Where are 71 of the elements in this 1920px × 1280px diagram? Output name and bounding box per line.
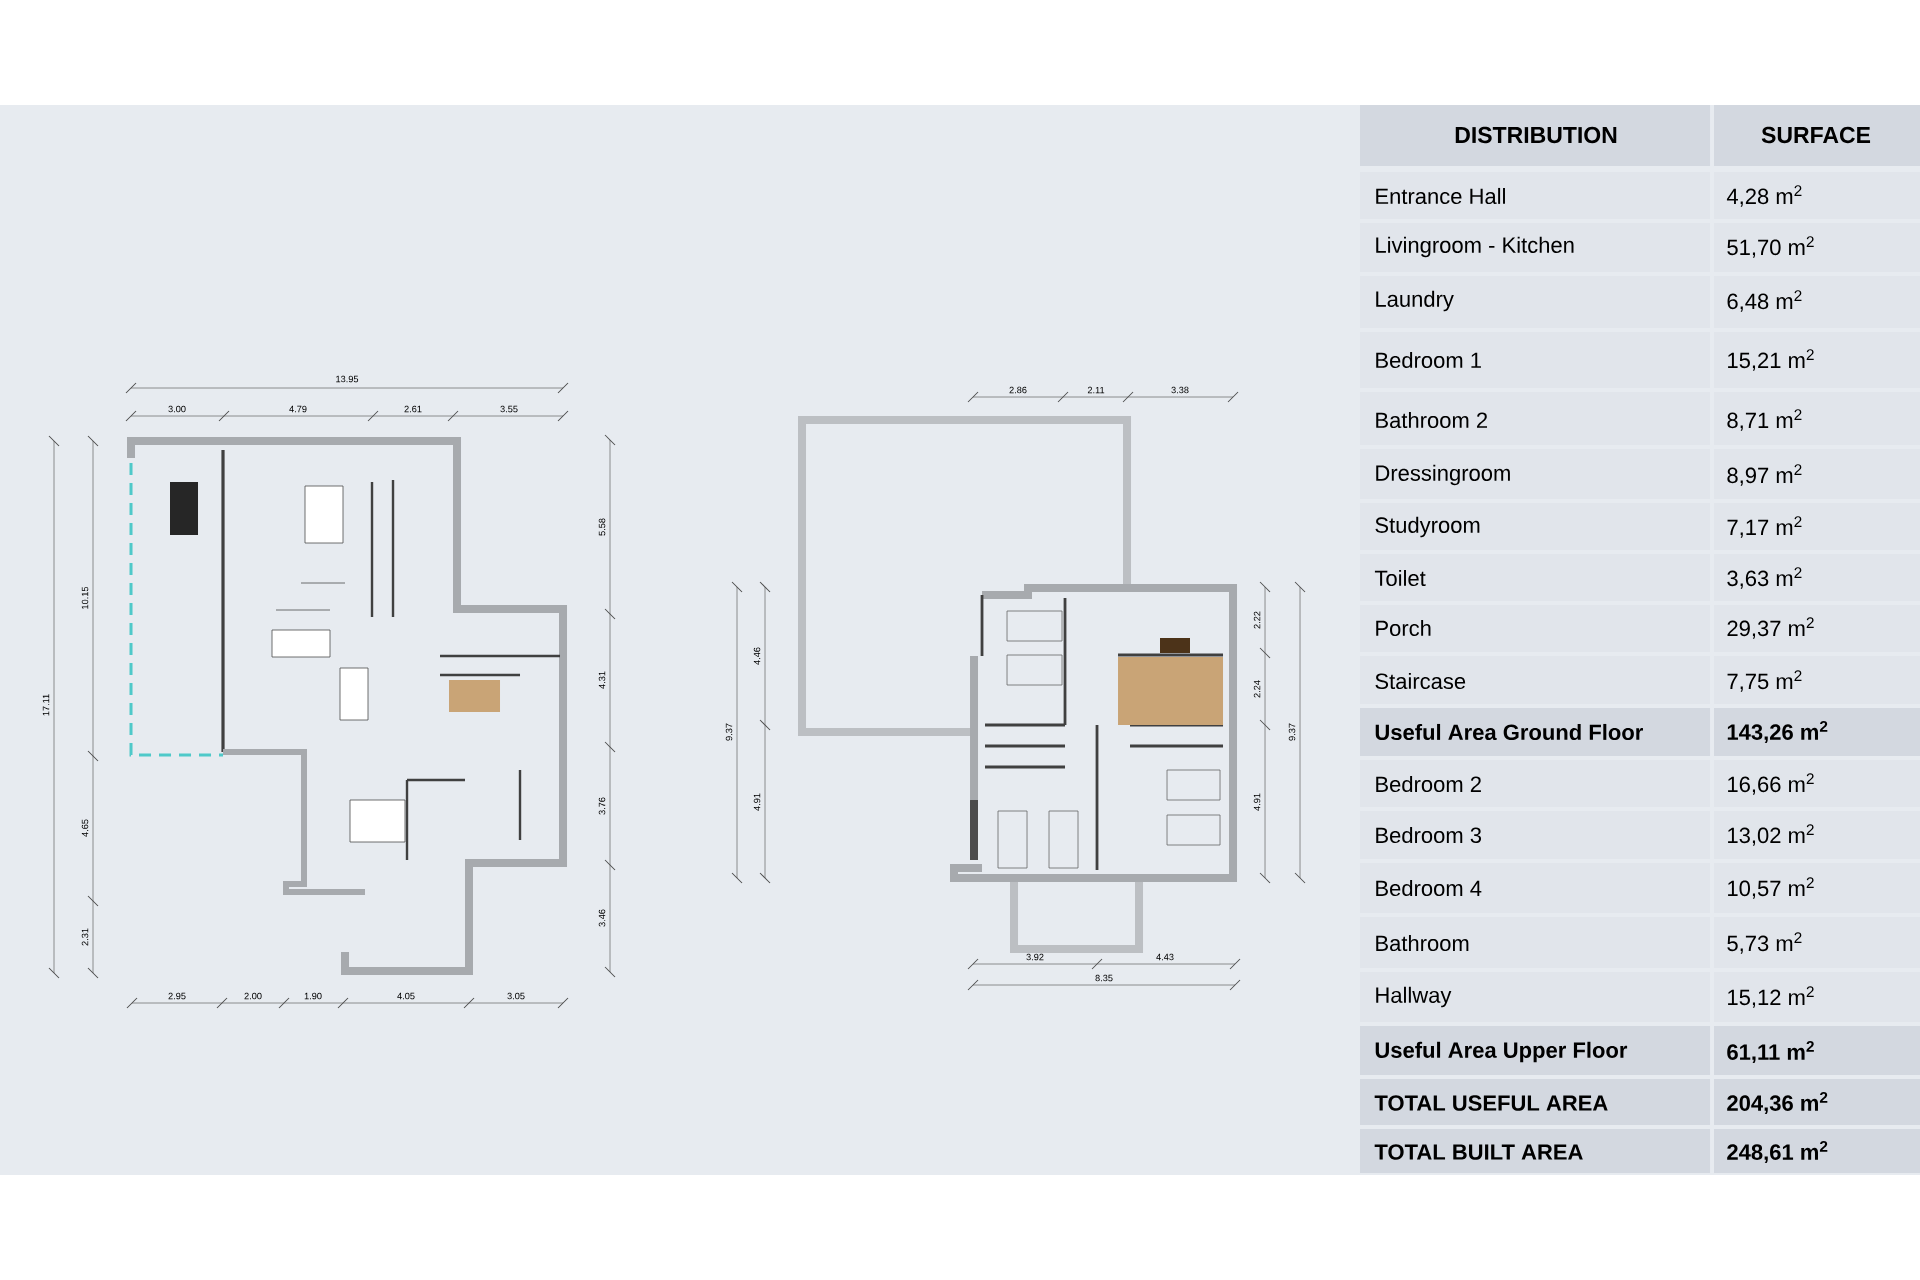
table-cell: Bedroom 2: [1360, 760, 1710, 807]
table-cell: Livingroom - Kitchen: [1360, 223, 1710, 272]
table-cell: Bedroom 3: [1360, 811, 1710, 859]
dimension-label: 3.05: [507, 992, 525, 1000]
table-cell: 10,57 m$^{2}$: [1714, 863, 1920, 913]
dimension-label: 2.95: [168, 992, 186, 1000]
dimension-label: 4.46: [753, 647, 761, 665]
table-cell: TOTAL USEFUL AREA: [1360, 1079, 1710, 1125]
table-cell: 6,48 m$^{2}$: [1714, 276, 1920, 328]
table-cell: Useful Area Ground Floor: [1360, 708, 1710, 756]
dimension-label: 2.86: [1009, 386, 1027, 394]
dimension-label: 2.22: [1253, 611, 1261, 629]
table-cell: 204,36 m$^{2}$: [1714, 1079, 1920, 1125]
dimension-label: 3.38: [1171, 386, 1189, 394]
dimension-label: 13.95: [336, 375, 359, 383]
table-cell: Staircase: [1360, 656, 1710, 704]
dimension-label: 3.92: [1026, 953, 1044, 961]
table-cell: Bathroom 2: [1360, 392, 1710, 445]
table-cell: 8,71 m$^{2}$: [1714, 392, 1920, 445]
dimension-label: 4.91: [753, 793, 761, 811]
dimension-label: 2.11: [1087, 386, 1105, 394]
dimension-label: 5.58: [598, 518, 606, 536]
dimension-label: 17.11: [42, 694, 50, 716]
dimension-label: 2.61: [404, 405, 422, 413]
dimension-label: 4.79: [289, 405, 307, 413]
dimension-label: 9.37: [725, 723, 733, 741]
table-header-cell: DISTRIBUTION: [1360, 105, 1710, 166]
table-cell: 13,02 m$^{2}$: [1714, 811, 1920, 859]
table-header-cell: SURFACE: [1714, 105, 1920, 166]
table-cell: Bathroom: [1360, 917, 1710, 968]
table-cell: 15,21 m$^{2}$: [1714, 332, 1920, 388]
dimension-label: 2.31: [81, 928, 89, 946]
table-cell: 29,37 m$^{2}$: [1714, 605, 1920, 652]
table-cell: 143,26 m$^{2}$: [1714, 708, 1920, 756]
dimension-label: 3.46: [598, 909, 606, 927]
table-cell: Laundry: [1360, 276, 1710, 328]
dimension-label: 1.90: [304, 992, 322, 1000]
table-cell: Entrance Hall: [1360, 172, 1710, 219]
table-cell: 51,70 m$^{2}$: [1714, 223, 1920, 272]
table-cell: 61,11 m$^{2}$: [1714, 1026, 1920, 1075]
table-cell: 248,61 m$^{2}$: [1714, 1129, 1920, 1173]
dimension-label: 4.91: [1253, 793, 1261, 811]
table-cell: Porch: [1360, 605, 1710, 652]
table-cell: Toilet: [1360, 554, 1710, 601]
table-cell: Studyroom: [1360, 503, 1710, 550]
dimension-label: 3.00: [168, 405, 186, 413]
table-cell: 3,63 m$^{2}$: [1714, 554, 1920, 601]
table-cell: Bedroom 4: [1360, 863, 1710, 913]
table-cell: 4,28 m$^{2}$: [1714, 172, 1920, 219]
dimension-label: 10.15: [81, 586, 89, 609]
dimension-label: 9.37: [1288, 723, 1296, 741]
dimension-label: 2.24: [1253, 680, 1261, 698]
dimension-label: 2.00: [244, 992, 262, 1000]
dimension-label: 3.76: [598, 797, 606, 815]
table-cell: Hallway: [1360, 972, 1710, 1022]
table-cell: Useful Area Upper Floor: [1360, 1026, 1710, 1075]
table-cell: 8,97 m$^{2}$: [1714, 449, 1920, 499]
table-cell: 15,12 m$^{2}$: [1714, 972, 1920, 1022]
dimension-label: 4.43: [1156, 953, 1174, 961]
table-cell: 5,73 m$^{2}$: [1714, 917, 1920, 968]
table-cell: Dressingroom: [1360, 449, 1710, 499]
dimension-label: 4.65: [81, 819, 89, 837]
dimension-label: 3.55: [500, 405, 518, 413]
dimension-label: 4.05: [397, 992, 415, 1000]
table-cell: 7,17 m$^{2}$: [1714, 503, 1920, 550]
table-cell: 16,66 m$^{2}$: [1714, 760, 1920, 807]
dimension-label: 8.35: [1095, 974, 1113, 982]
table-cell: 7,75 m$^{2}$: [1714, 656, 1920, 704]
table-cell: TOTAL BUILT AREA: [1360, 1129, 1710, 1173]
table-cell: Bedroom 1: [1360, 332, 1710, 388]
dimension-label: 4.31: [598, 671, 606, 689]
